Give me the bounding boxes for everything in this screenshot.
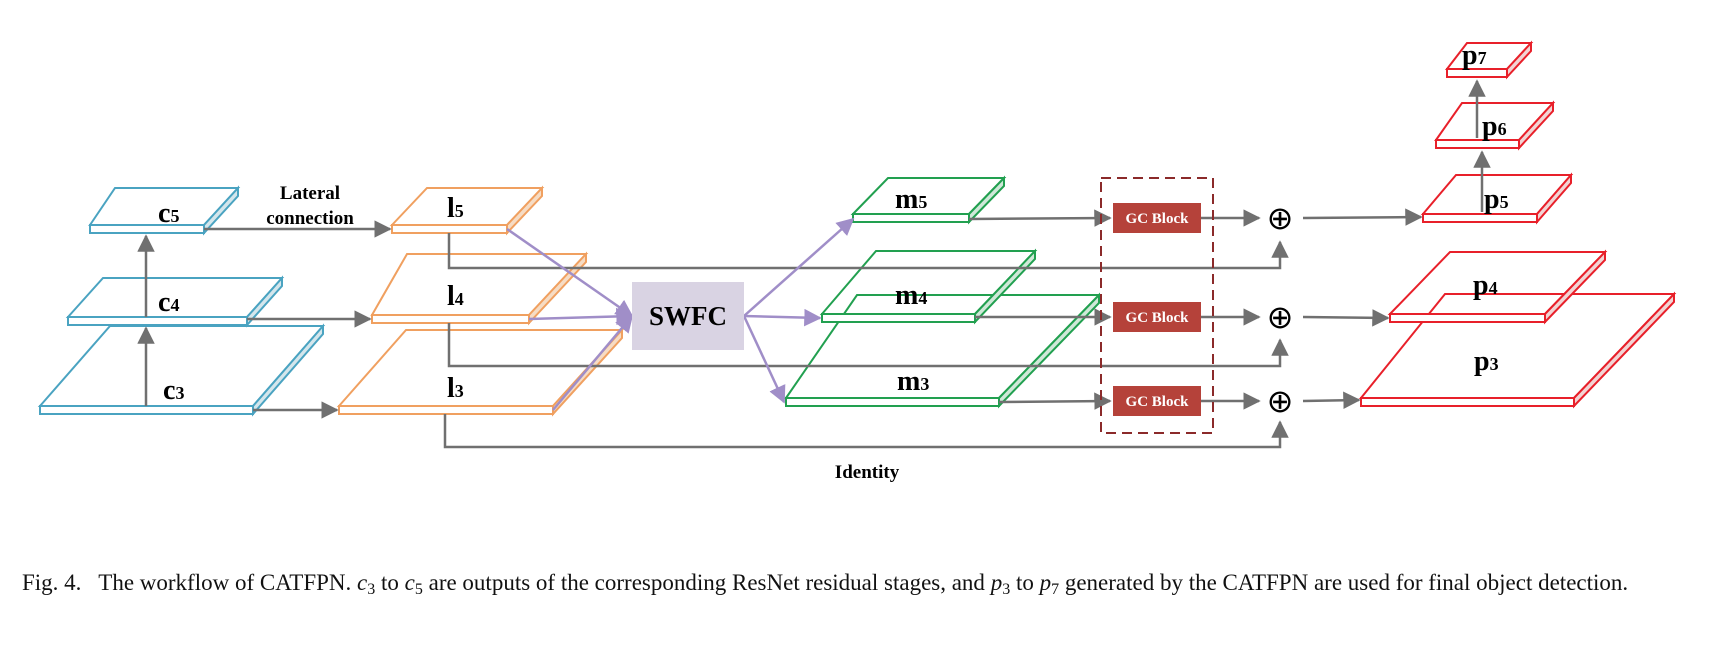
- label-p5: p5: [1484, 184, 1509, 215]
- identity-label: Identity: [835, 462, 900, 483]
- gc-block-top: GC Block: [1113, 203, 1201, 233]
- block-p3: [1358, 291, 1677, 409]
- block-l4: [370, 251, 589, 326]
- figure-caption: Fig. 4. The workflow of CATFPN. c3 to c5…: [22, 570, 1629, 598]
- svg-text:⊕: ⊕: [1267, 199, 1294, 237]
- connection-arrows: [137, 79, 1491, 449]
- plus-icon-top: ⊕: [1264, 199, 1296, 237]
- block-p5: [1420, 172, 1574, 225]
- swfc-arrows: [506, 217, 855, 411]
- svg-text:GC Block: GC Block: [1126, 394, 1190, 410]
- svg-text:GC Block: GC Block: [1126, 211, 1190, 227]
- caption-prefix: Fig. 4.: [22, 570, 82, 595]
- svg-text:GC Block: GC Block: [1126, 310, 1190, 326]
- block-l5: [389, 185, 545, 236]
- label-l5: l5: [447, 193, 464, 224]
- block-l3: [336, 327, 625, 417]
- block-p6: [1434, 100, 1556, 151]
- swfc-box: [632, 282, 744, 350]
- gc-block-bottom: GC Block: [1113, 386, 1201, 416]
- label-p4: p4: [1473, 270, 1498, 301]
- label-m4: m4: [895, 280, 927, 311]
- label-p7: p7: [1462, 40, 1487, 71]
- svg-text:⊕: ⊕: [1267, 382, 1294, 420]
- block-m5: [850, 175, 1007, 225]
- block-c4: [65, 275, 285, 328]
- block-m4: [819, 248, 1038, 325]
- label-c4: c4: [158, 287, 179, 318]
- label-l4: l4: [447, 281, 464, 312]
- block-p7: [1444, 40, 1534, 80]
- lateral-connection-label-line1: Lateral: [280, 183, 340, 204]
- svg-text:⊕: ⊕: [1267, 298, 1294, 336]
- label-m3: m3: [897, 366, 929, 397]
- label-c5: c5: [158, 198, 179, 229]
- label-l3: l3: [447, 373, 464, 404]
- plus-icon-middle: ⊕: [1264, 298, 1296, 336]
- swfc-label: SWFC: [649, 301, 727, 331]
- plus-icon-bottom: ⊕: [1264, 382, 1296, 420]
- gc-block-middle: GC Block: [1113, 302, 1201, 332]
- lateral-connection-label-line2: connection: [266, 208, 354, 229]
- label-p3: p3: [1474, 346, 1499, 377]
- block-p4: [1387, 249, 1608, 325]
- label-m5: m5: [895, 184, 927, 215]
- label-c3: c3: [163, 375, 184, 406]
- label-p6: p6: [1482, 111, 1507, 142]
- block-m3: [784, 292, 1102, 409]
- gc-region-dashed-box: [1100, 177, 1214, 434]
